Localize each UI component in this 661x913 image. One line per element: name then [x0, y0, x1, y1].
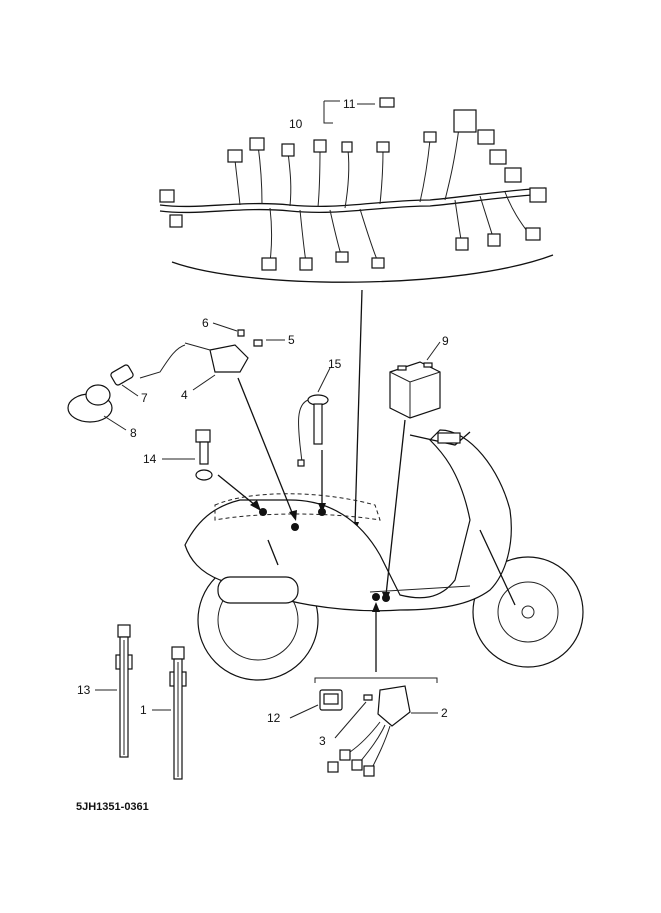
relay-icon	[319, 689, 343, 711]
callout-10: 10	[289, 117, 303, 131]
callout-9: 9	[442, 334, 449, 348]
separator-arc	[171, 254, 554, 283]
callout-12: 12	[267, 711, 281, 725]
fuel-sender-icon	[297, 394, 329, 467]
callout-8: 8	[130, 426, 137, 440]
wire-harness	[159, 109, 547, 271]
thermo-sensor-icon	[195, 429, 213, 481]
callout-11: 11	[343, 97, 356, 111]
callout-4: 4	[181, 388, 188, 402]
callout-3: 3	[319, 734, 326, 748]
battery-icon	[389, 361, 441, 419]
clamp-icon	[379, 97, 395, 108]
plug-cap-icon	[110, 364, 134, 386]
callout-15: 15	[328, 357, 342, 371]
cable-tie-13-icon	[115, 624, 133, 758]
callout-5: 5	[288, 333, 295, 347]
scooter-body	[184, 429, 584, 681]
callout-2: 2	[441, 706, 448, 720]
screw-6-icon	[237, 329, 245, 337]
cdi-unit-icon	[139, 342, 249, 379]
regulator-icon	[327, 685, 411, 777]
screw-5-icon	[253, 339, 263, 347]
callout-7: 7	[141, 391, 148, 405]
harness-arrow	[354, 289, 363, 526]
drawing-code: 5JH1351-0361	[76, 801, 149, 813]
rubber-boot-icon	[67, 384, 113, 423]
callout-6: 6	[202, 316, 209, 330]
callout-14: 14	[143, 452, 157, 466]
cable-tie-1-icon	[169, 646, 187, 780]
callout-1: 1	[140, 703, 147, 717]
screw-3-icon	[363, 694, 373, 701]
callout-13: 13	[77, 683, 91, 697]
